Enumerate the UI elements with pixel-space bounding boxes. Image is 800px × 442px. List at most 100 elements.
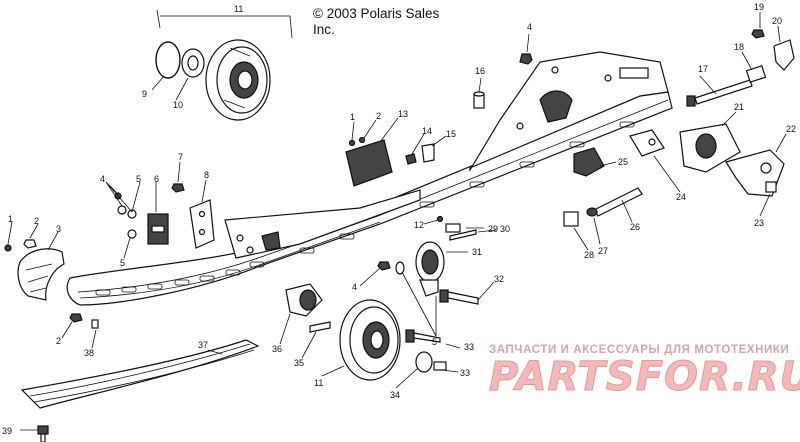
callout-30: 30: [500, 224, 510, 234]
nut-7: [171, 183, 185, 193]
bolt-12-upper: [358, 136, 366, 144]
callout-15: 15: [446, 129, 456, 139]
rail-side-plate-rear: [469, 51, 669, 173]
callout-12-lower: 12: [414, 220, 424, 230]
callout-4-left: 4: [100, 174, 105, 184]
callout-36: 36: [272, 344, 282, 354]
rail-slots: [95, 121, 635, 296]
callout-34: 34: [390, 390, 400, 400]
callout-5-left: 5: [136, 174, 141, 184]
callout-35: 35: [294, 358, 304, 368]
bracket-36: [285, 283, 323, 317]
rail-tip-3: [17, 248, 65, 301]
nut-2-front: [23, 239, 37, 249]
bolt-29: [445, 223, 461, 233]
nut-2-lower: [69, 313, 83, 323]
callout-23: 23: [754, 218, 764, 228]
bolt-39: [37, 425, 49, 442]
snap-ring-9: [155, 41, 181, 79]
rail-side-plate-front: [224, 189, 421, 259]
callout-25: 25: [618, 157, 628, 167]
callout-8: 8: [204, 170, 209, 180]
slider-6: [147, 213, 169, 245]
callout-7: 7: [178, 152, 183, 162]
bolt-35: [309, 321, 331, 333]
callout-33-lower: 33: [460, 368, 470, 378]
bolt-1-upper: [348, 139, 356, 147]
bolt-33-upper: [405, 329, 441, 343]
bushing-28: [563, 211, 579, 227]
callout-1-upper: 1: [350, 112, 355, 122]
callout-27: 27: [598, 246, 608, 256]
bolt-16: [473, 91, 485, 109]
callout-4-top: 4: [527, 22, 532, 32]
bearing-10: [181, 48, 205, 78]
callout-3: 3: [56, 224, 61, 234]
callout-20: 20: [772, 16, 782, 26]
washer-5-lower: [395, 261, 405, 275]
clip-15: [421, 143, 435, 163]
idler-wheel-lower-11: [339, 299, 401, 381]
callout-13: 13: [398, 109, 408, 119]
copyright-line-1: © 2003 Polaris Sales: [313, 6, 440, 21]
idler-wheel-upper-11: [205, 39, 271, 121]
bolt-23: [765, 181, 777, 193]
slide-rail-main: [66, 91, 673, 306]
callout-16: 16: [475, 66, 485, 76]
callout-17: 17: [698, 64, 708, 74]
shaft-26: [593, 187, 643, 217]
group-bracket-11: [156, 9, 293, 39]
callout-5-lower-left: 5: [120, 258, 125, 268]
callout-26: 26: [630, 222, 640, 232]
watermark-logo: PARTSFOR.RU: [488, 354, 800, 401]
callout-9: 9: [142, 89, 147, 99]
nut-4-top: [519, 53, 533, 65]
callout-2-upper: 2: [376, 111, 381, 121]
callout-31: 31: [472, 247, 482, 257]
callout-29: 29: [488, 224, 498, 234]
callout-14: 14: [422, 126, 432, 136]
callout-21: 21: [734, 102, 744, 112]
bolt-17: [686, 79, 753, 107]
bolt-32: [439, 289, 479, 305]
callout-1-front: 1: [8, 214, 13, 224]
callout-22: 22: [786, 124, 796, 134]
callout-32: 32: [494, 274, 504, 284]
callout-6: 6: [154, 174, 159, 184]
watermark-tagline: ЗАПЧАСТИ И АКСЕССУАРЫ ДЛЯ МОТОТЕХНИКИ: [489, 344, 790, 356]
callout-24: 24: [676, 192, 686, 202]
wear-strip-37: [20, 339, 260, 409]
callout-4-lower: 4: [352, 282, 357, 292]
callout-37: 37: [198, 340, 208, 350]
copyright-line-2: Inc.: [313, 22, 335, 37]
block-24: [629, 129, 665, 157]
callout-18: 18: [734, 42, 744, 52]
callout-10: 10: [173, 100, 183, 110]
nut-4-lower: [377, 261, 391, 271]
plate-8: [189, 199, 215, 249]
callout-2-front: 2: [34, 216, 39, 226]
callout-5-lower: 5: [432, 337, 437, 347]
bolt-30: [449, 229, 477, 241]
nut-14: [405, 153, 417, 165]
slider-block-13: [345, 139, 393, 187]
bolt-38-lower: [91, 319, 99, 329]
bracket-21: [679, 123, 741, 173]
bracket-20: [773, 39, 795, 71]
washer-34: [415, 351, 433, 373]
callout-33-upper: 33: [464, 342, 474, 352]
callout-11-lower: 11: [314, 378, 323, 388]
bolt-1-front: [4, 244, 12, 252]
leader-lines: [7, 12, 787, 431]
callout-28: 28: [584, 250, 594, 260]
bolt-33-lower: [433, 361, 447, 371]
washer-27: [586, 207, 598, 217]
clamp-31: [415, 241, 445, 297]
block-25: [573, 147, 605, 177]
callout-38-lower: 38: [84, 348, 94, 358]
callout-11-upper: 11: [234, 4, 243, 14]
nut-19: [751, 29, 765, 39]
callout-2-lower: 2: [56, 336, 61, 346]
